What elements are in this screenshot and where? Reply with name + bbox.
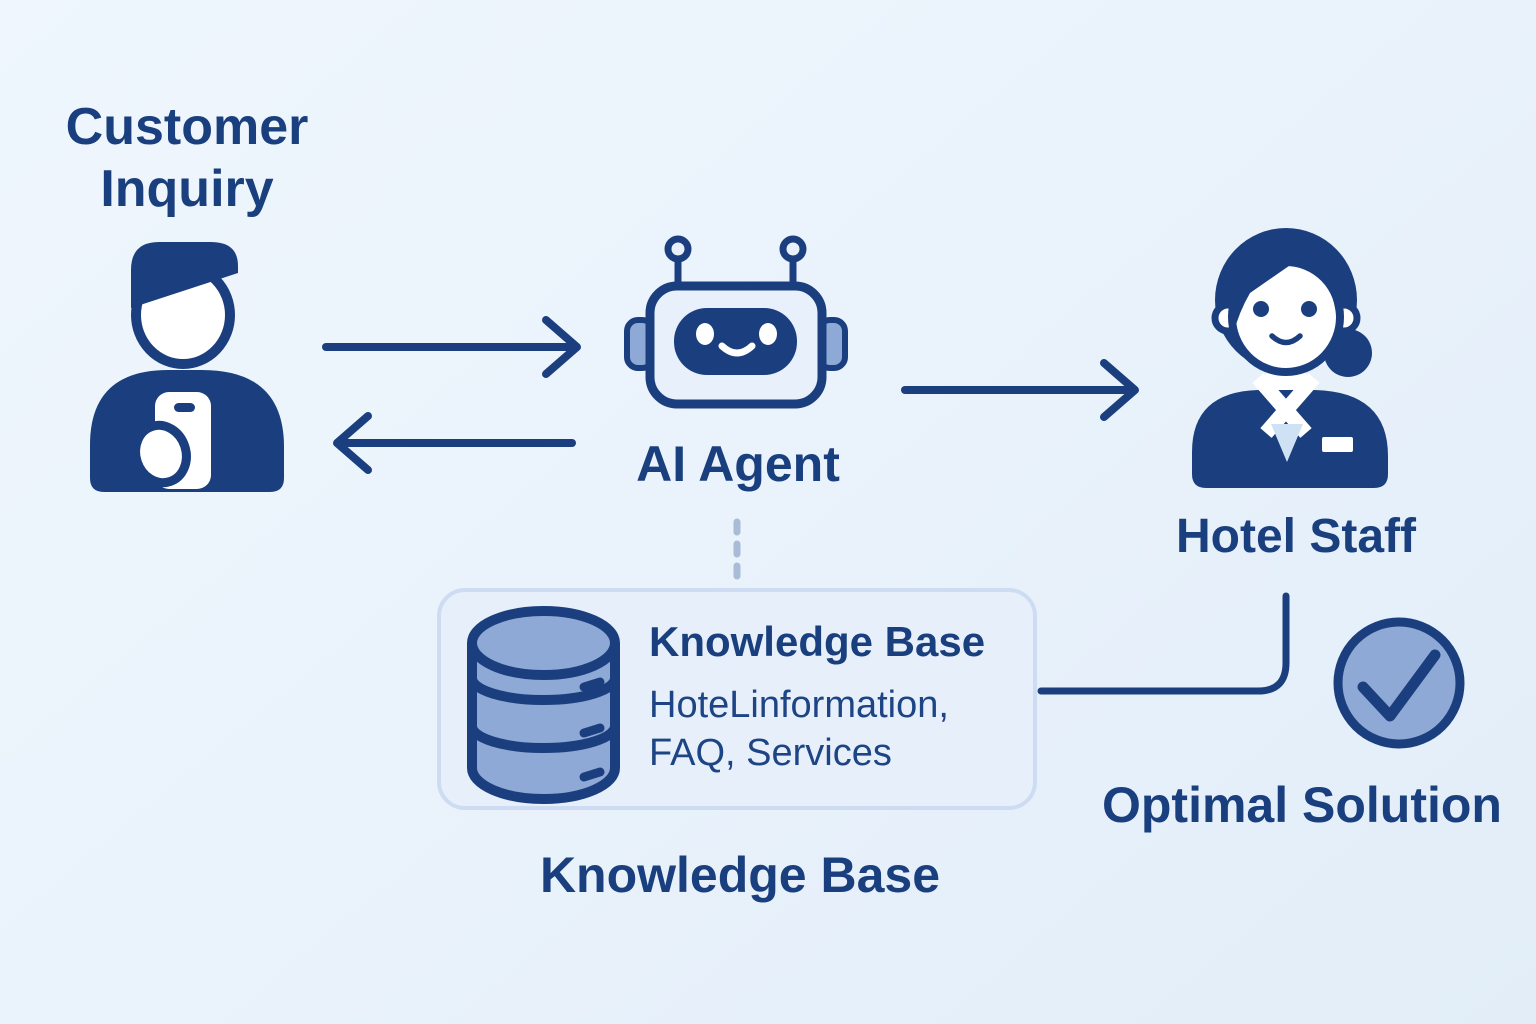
optimal-solution-label: Optimal Solution [1102,777,1502,833]
ai-agent-label: AI Agent [636,436,840,492]
staff-hair-front [1232,238,1340,332]
knowledge-base-card-line2: FAQ, Services [649,732,892,774]
staff-eye-left [1253,301,1269,317]
database-dash-3 [579,767,605,782]
staff-eye-right [1301,301,1317,317]
arrow-customer-to-agent [322,316,581,378]
customer-hair [131,242,238,308]
receptionist-icon [1192,228,1388,488]
check-circle-icon [1333,617,1465,749]
phone-speaker [174,403,195,412]
knowledge-base-caption: Knowledge Base [539,847,941,903]
robot-antenna-ball-left [664,235,692,263]
arrow-agent-to-customer [333,412,576,474]
robot-eye-left [696,323,714,345]
customer-hand [131,420,191,488]
database-icon [467,606,620,804]
robot-eye-right [759,323,777,345]
database-dash-1 [579,677,605,692]
customer-inquiry-label: Customer Inquiry [27,96,347,221]
customer-inquiry-label-line1: Customer [65,98,309,156]
robot-antenna-ball-right [779,235,807,263]
knowledge-base-card-title: Knowledge Base [649,618,986,665]
arrow-agent-to-staff [901,359,1139,421]
database-divider-1 [467,677,620,705]
checkmark [1357,649,1441,722]
staff-smile [1269,333,1303,346]
person-with-phone-icon [90,242,284,492]
database-dash-2 [579,723,605,738]
robot-icon [624,235,848,409]
staff-collar-right [1260,373,1320,438]
staff-tie [1271,424,1303,462]
database-body [467,643,620,804]
customer-inquiry-label-line2: Inquiry [100,160,274,219]
hotel-staff-label: Hotel Staff [1176,510,1416,563]
robot-smile [718,342,756,357]
staff-name-tag [1322,437,1353,452]
database-divider-2 [467,725,620,753]
elbow-connector-kb-to-staff [1037,592,1290,695]
knowledge-base-card-line1: HoteLinformation, [649,684,949,726]
database-top [467,606,620,680]
